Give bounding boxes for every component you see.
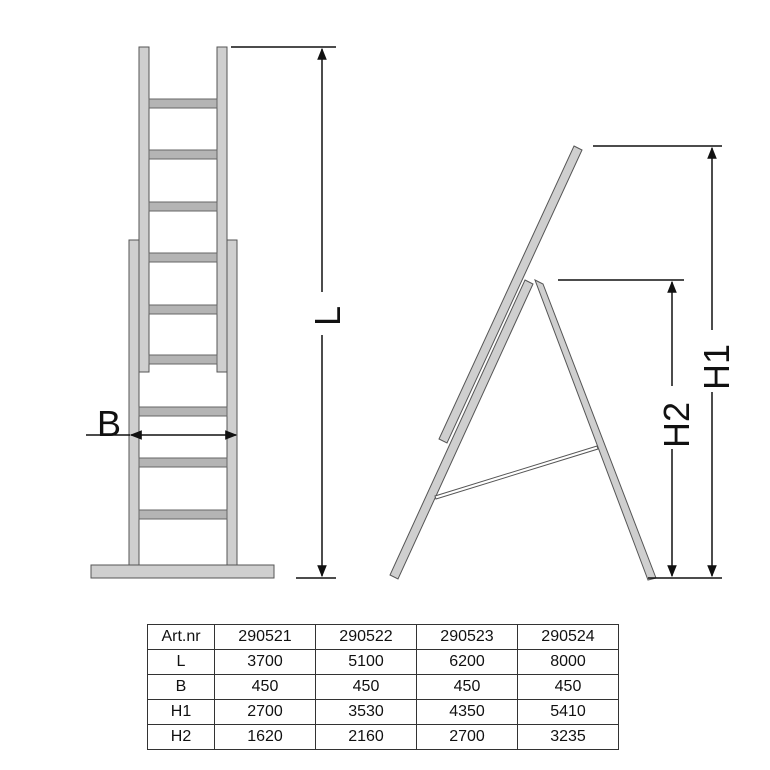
table-cell: 3700: [214, 649, 316, 675]
front-leg: [389, 279, 534, 580]
table-cell: 5410: [517, 699, 619, 725]
table-cell: 3235: [517, 724, 619, 750]
table-row: B 450 450 450 450: [147, 674, 619, 700]
table-cell: 450: [214, 674, 316, 700]
table-row: H2 1620 2160 2700 3235: [147, 724, 619, 750]
rear-leg: [534, 278, 657, 581]
front-view-ladder: B L: [86, 46, 348, 579]
table-cell: 2160: [315, 724, 417, 750]
row-label: H2: [147, 724, 215, 750]
spreader-bar: [434, 445, 599, 500]
header-cell: Art.nr: [147, 624, 215, 650]
header-cell: 290521: [214, 624, 316, 650]
table-cell: 4350: [416, 699, 518, 725]
upper-left-rail: [138, 46, 150, 373]
ladder-diagram: B L H1 H2: [86, 46, 737, 581]
h2-label: H2: [656, 402, 697, 448]
width-label: B: [97, 403, 121, 444]
header-cell: 290524: [517, 624, 619, 650]
table-header-row: Art.nr 290521 290522 290523 290524: [147, 624, 619, 650]
table-cell: 3530: [315, 699, 417, 725]
table-cell: 5100: [315, 649, 417, 675]
base-foot: [90, 564, 275, 579]
row-label: L: [147, 649, 215, 675]
header-cell: 290523: [416, 624, 518, 650]
table-cell: 2700: [416, 724, 518, 750]
lower-left-rail: [128, 239, 140, 566]
lower-right-rail: [226, 239, 238, 566]
table-cell: 8000: [517, 649, 619, 675]
header-cell: 290522: [315, 624, 417, 650]
table-cell: 1620: [214, 724, 316, 750]
lower-rungs: [138, 406, 228, 520]
upper-right-rail: [216, 46, 228, 373]
side-view-ladder: H1 H2: [389, 145, 737, 581]
length-label: L: [307, 306, 348, 326]
table-cell: 2700: [214, 699, 316, 725]
row-label: H1: [147, 699, 215, 725]
table-cell: 450: [517, 674, 619, 700]
table-row: L 3700 5100 6200 8000: [147, 649, 619, 675]
upper-rungs: [148, 98, 218, 365]
table-cell: 450: [416, 674, 518, 700]
h1-label: H1: [696, 344, 737, 390]
table-cell: 450: [315, 674, 417, 700]
specification-table: Art.nr 290521 290522 290523 290524 L 370…: [147, 624, 619, 750]
table-cell: 6200: [416, 649, 518, 675]
table-row: H1 2700 3530 4350 5410: [147, 699, 619, 725]
row-label: B: [147, 674, 215, 700]
extension-section-rail: [438, 145, 583, 444]
